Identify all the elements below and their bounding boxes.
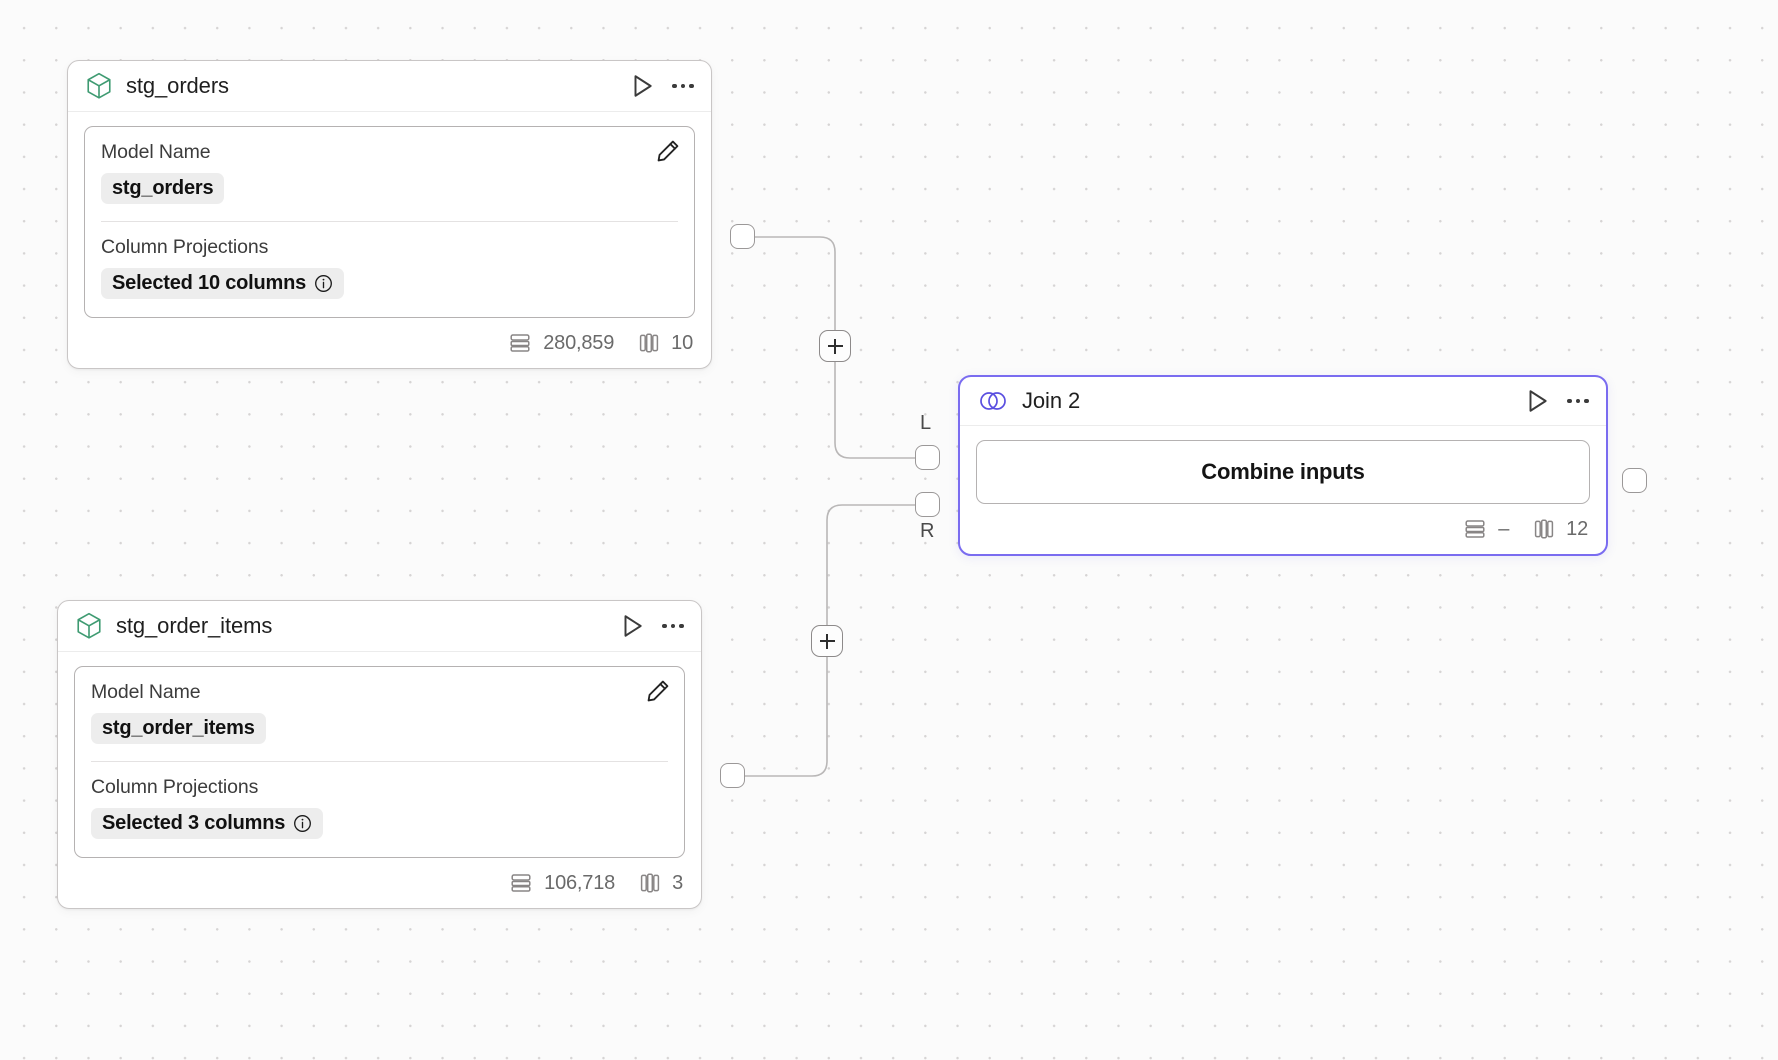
rows-icon — [508, 331, 532, 355]
field-label-column-projections: Column Projections — [91, 776, 259, 798]
column-count-value: 10 — [671, 331, 693, 354]
node-header: stg_orders — [68, 61, 711, 112]
column-projections-chip[interactable]: Selected 3 columns — [91, 808, 324, 839]
rows-icon — [509, 871, 533, 895]
node-title: stg_order_items — [116, 613, 273, 638]
add-node-on-edge-right[interactable] — [811, 625, 843, 657]
row-count-stat: 106,718 — [509, 871, 615, 895]
cube-icon — [76, 612, 102, 640]
info-icon[interactable] — [314, 274, 333, 293]
node-footer: – 12 — [960, 504, 1606, 554]
rows-icon — [1463, 517, 1487, 541]
run-icon[interactable] — [620, 613, 644, 639]
port-output-stg-orders[interactable] — [730, 224, 755, 249]
cube-icon — [86, 72, 112, 100]
columns-icon — [1533, 517, 1555, 541]
add-node-on-edge-left[interactable] — [819, 330, 851, 362]
model-name-chip[interactable]: stg_order_items — [91, 713, 266, 744]
column-count-value: 3 — [672, 871, 683, 894]
row-count-value: 280,859 — [543, 331, 615, 354]
node-body: Combine inputs — [960, 426, 1606, 504]
node-footer: 106,718 3 — [58, 858, 701, 908]
node-header: stg_order_items — [58, 601, 701, 652]
column-count-value: 12 — [1566, 517, 1588, 540]
field-label-column-projections: Column Projections — [101, 236, 269, 258]
port-label-left: L — [920, 412, 932, 434]
columns-icon — [639, 871, 661, 895]
run-icon[interactable] — [1525, 388, 1549, 414]
node-footer: 280,859 10 — [68, 318, 711, 368]
row-count-stat: – — [1463, 517, 1509, 541]
edit-icon[interactable] — [655, 138, 681, 164]
columns-icon — [638, 331, 660, 355]
run-icon[interactable] — [630, 73, 654, 99]
node-stg-orders[interactable]: stg_orders Model Name — [67, 60, 712, 369]
port-input-join-left[interactable] — [915, 445, 940, 470]
info-icon[interactable] — [293, 814, 312, 833]
column-projections-chip[interactable]: Selected 10 columns — [101, 268, 345, 299]
join-venn-icon — [978, 390, 1008, 412]
node-title: Join 2 — [1022, 388, 1081, 413]
column-count-stat: 12 — [1533, 517, 1588, 541]
column-count-stat: 10 — [638, 331, 693, 355]
combine-inputs-button[interactable]: Combine inputs — [976, 440, 1590, 504]
node-join-2[interactable]: Join 2 Combine inputs — [958, 375, 1608, 556]
node-body: Model Name stg_order_items Column Projec… — [58, 652, 701, 858]
row-count-stat: 280,859 — [508, 331, 614, 355]
node-title: stg_orders — [126, 73, 229, 98]
port-label-right: R — [920, 520, 935, 542]
more-icon[interactable] — [1567, 398, 1589, 404]
port-output-join-2[interactable] — [1622, 468, 1647, 493]
model-name-chip[interactable]: stg_orders — [101, 173, 225, 204]
column-projections-value: Selected 10 columns — [112, 272, 307, 294]
port-input-join-right[interactable] — [915, 492, 940, 517]
column-projections-value: Selected 3 columns — [102, 812, 286, 834]
row-count-value: – — [1498, 517, 1510, 540]
node-stg-order-items[interactable]: stg_order_items Model Name — [57, 600, 702, 909]
model-name-value: stg_orders — [112, 177, 214, 199]
more-icon[interactable] — [672, 83, 694, 89]
model-config-card: Model Name stg_order_items Column Projec… — [74, 666, 685, 858]
model-config-card: Model Name stg_orders Column Projections… — [84, 126, 695, 318]
field-label-model-name: Model Name — [91, 681, 201, 703]
more-icon[interactable] — [662, 623, 684, 629]
node-header: Join 2 — [960, 377, 1606, 426]
divider — [101, 221, 678, 222]
column-count-stat: 3 — [639, 871, 683, 895]
edit-icon[interactable] — [645, 678, 671, 704]
divider — [91, 761, 668, 762]
row-count-value: 106,718 — [544, 871, 616, 894]
field-label-model-name: Model Name — [101, 141, 211, 163]
model-name-value: stg_order_items — [102, 717, 255, 739]
node-body: Model Name stg_orders Column Projections… — [68, 112, 711, 318]
port-output-stg-order-items[interactable] — [720, 763, 745, 788]
